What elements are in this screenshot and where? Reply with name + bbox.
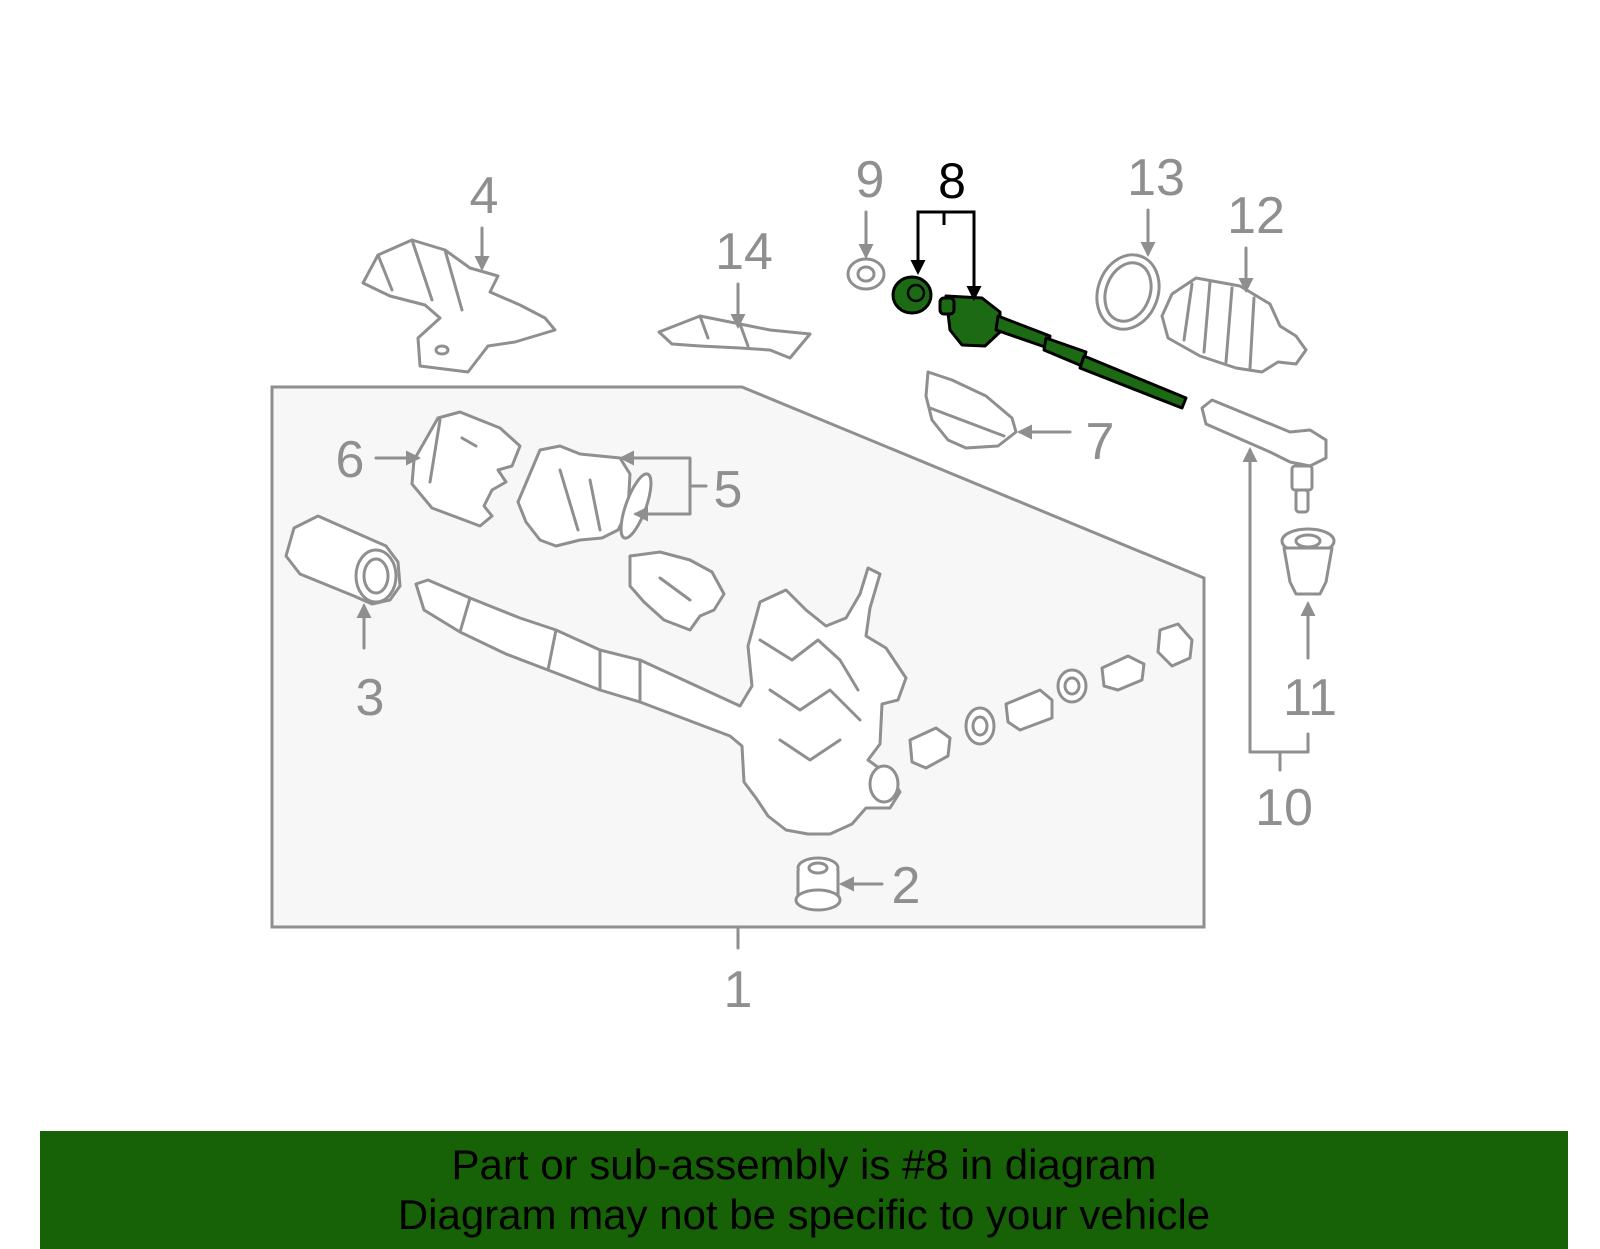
part-2-grommet <box>794 856 842 912</box>
callout-9: 9 <box>855 151 885 209</box>
part-7-cover <box>924 370 1018 450</box>
callout-10: 10 <box>1255 779 1313 837</box>
footer-line-1: Part or sub-assembly is #8 in diagram <box>451 1141 1157 1188</box>
callout-14: 14 <box>715 223 773 281</box>
callout-11: 11 <box>1283 669 1337 727</box>
part-1-gearbox <box>414 566 908 836</box>
callout-4: 4 <box>469 167 499 225</box>
callout-7: 7 <box>1085 413 1115 471</box>
part-3-sleeve <box>284 514 402 606</box>
part-9-washer <box>846 257 886 291</box>
part-11-dust-seal <box>1280 527 1336 596</box>
part-6-cover <box>410 410 522 528</box>
callout-5: 5 <box>713 461 743 519</box>
callout-12: 12 <box>1227 187 1285 245</box>
part-small-fittings <box>908 622 1194 770</box>
callout-6: 6 <box>335 431 365 489</box>
callout-13: 13 <box>1127 149 1185 207</box>
footer-banner: Part or sub-assembly is #8 in diagram Di… <box>40 1131 1568 1249</box>
footer-line-2: Diagram may not be specific to your vehi… <box>397 1191 1211 1238</box>
part-12-rack-boot <box>1160 276 1308 374</box>
part-4-bracket <box>361 238 557 374</box>
part-10-tie-rod-end <box>1200 398 1328 514</box>
callout-8: 8 <box>938 153 966 209</box>
part-8-tie-rod <box>891 275 1188 410</box>
callout-2: 2 <box>891 857 921 915</box>
part-13-clamp <box>1095 253 1161 331</box>
assembly-panel <box>270 385 1206 929</box>
part-14-bracket <box>657 314 812 360</box>
callout-1: 1 <box>723 961 753 1019</box>
callout-3: 3 <box>355 669 385 727</box>
part-5-sensor <box>516 444 726 632</box>
